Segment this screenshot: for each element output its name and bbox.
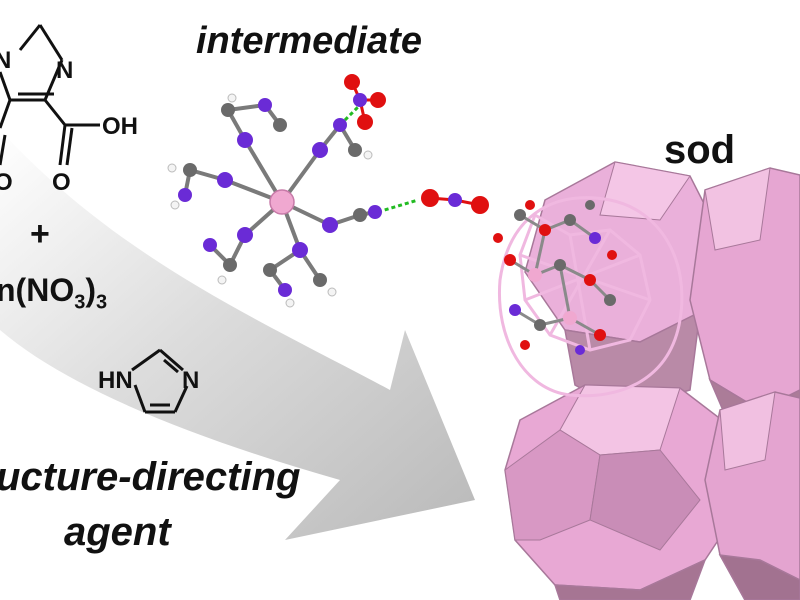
arrow-body <box>0 130 475 540</box>
label-sod: sod <box>664 128 736 172</box>
intermediate-complex <box>167 74 489 308</box>
imidazole-atom-hn: HN <box>98 367 133 394</box>
metal-center <box>269 189 295 215</box>
ligand-atom-o-bottom: O <box>52 169 71 196</box>
label-metal-salt: n(NO3)3 <box>0 272 107 314</box>
label-sda-line1: ucture-directing <box>0 455 301 499</box>
cage-atoms <box>493 200 617 355</box>
imidazole-bonds <box>131 348 189 414</box>
imidazole-atom-n: N <box>182 367 199 394</box>
cage-wireframe <box>497 196 684 398</box>
nitrate-upper <box>344 74 386 130</box>
ligand-atom-o-left: O <box>0 169 13 196</box>
hydrogen-bond-upper <box>338 103 362 127</box>
ligand-atom-n-left: N <box>0 47 11 74</box>
label-sda-line2: agent <box>64 510 171 554</box>
label-intermediate: intermediate <box>196 20 422 62</box>
ligand-atom-n-top: N <box>56 57 73 84</box>
salt-subscript-1: 3 <box>74 291 86 314</box>
polyhedron-front-right <box>704 391 800 600</box>
salt-prefix: n(NO <box>0 272 75 308</box>
ligand-group-oh: OH <box>102 113 138 140</box>
polyhedron-front-left <box>504 384 746 600</box>
label-plus: + <box>30 215 50 253</box>
salt-paren: ) <box>85 272 96 308</box>
nitrate-right <box>421 189 489 214</box>
complex-atoms <box>167 93 382 308</box>
salt-subscript-2: 3 <box>95 291 108 314</box>
ligand-bonds <box>0 24 100 166</box>
